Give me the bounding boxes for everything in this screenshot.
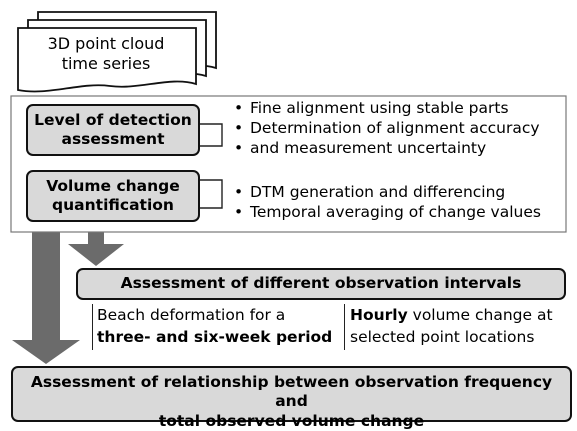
vol-bullet-list: DTM generation and differencing Temporal… xyxy=(234,182,541,222)
document-stack-icon xyxy=(17,11,217,93)
right-detail-bar xyxy=(344,304,345,350)
right-detail-line-1: Hourly volume change at xyxy=(350,304,553,326)
intervals-title: Assessment of different observation inte… xyxy=(120,274,522,293)
right-detail-rest: volume change at xyxy=(407,306,553,324)
lod-bullet: Fine alignment using stable parts xyxy=(234,98,540,118)
main-flow-arrow xyxy=(12,232,80,364)
branch-flow-arrow xyxy=(68,230,124,266)
volume-change-box: Volume change quantification xyxy=(26,170,200,222)
vol-line-1: Volume change xyxy=(46,176,180,195)
vol-bullet: Temporal averaging of change values xyxy=(234,202,541,222)
lod-bullet-list: Fine alignment using stable parts Determ… xyxy=(234,98,540,158)
left-detail-line-2: three- and six-week period xyxy=(97,328,333,346)
relationship-line-1: Assessment of relationship between obser… xyxy=(30,373,553,411)
left-detail-line-1: Beach deformation for a xyxy=(97,306,286,324)
relationship-box: Assessment of relationship between obser… xyxy=(11,366,572,430)
input-line-2: time series xyxy=(61,54,151,73)
left-detail-bar xyxy=(92,304,93,350)
vol-connector xyxy=(200,179,223,209)
right-detail-line-2: selected point locations xyxy=(350,328,535,346)
lod-bullet: Determination of alignment accuracy xyxy=(234,118,540,138)
vol-bullet: DTM generation and differencing xyxy=(234,182,541,202)
right-detail-bold: Hourly xyxy=(350,306,408,324)
relationship-line-2: total observed volume change xyxy=(158,411,425,430)
left-detail: Beach deformation for a three- and six-w… xyxy=(97,304,332,348)
lod-line-1: Level of detection xyxy=(34,110,192,129)
lod-bullet-continuation: and measurement uncertainty xyxy=(234,138,540,158)
lod-line-2: assessment xyxy=(61,130,165,148)
input-line-1: 3D point cloud xyxy=(47,34,165,53)
right-detail: Hourly volume change at selected point l… xyxy=(350,304,553,348)
vol-line-2: quantification xyxy=(52,196,174,214)
lod-box: Level of detection assessment xyxy=(26,104,200,156)
observation-intervals-box: Assessment of different observation inte… xyxy=(76,268,566,300)
input-document-label: 3D point cloud time series xyxy=(26,32,186,76)
lod-connector xyxy=(200,123,223,147)
